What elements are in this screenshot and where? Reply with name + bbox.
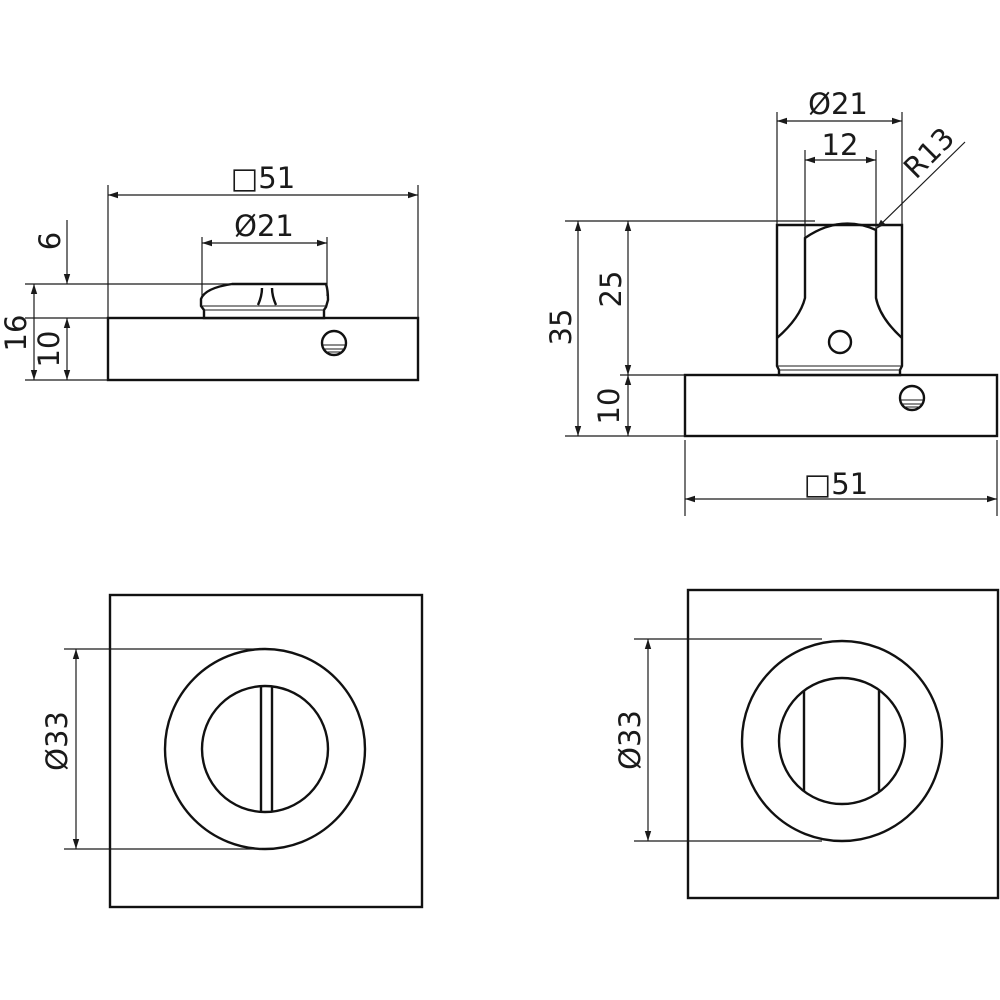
side-view-knob: □51 Ø21 6 16 10 <box>0 161 420 382</box>
front-view-turn: Ø33 <box>613 588 1000 900</box>
front-view-knob: Ø33 <box>40 593 424 909</box>
dim-label-knob-diameter: Ø21 <box>234 209 294 243</box>
rose-square <box>686 588 1000 900</box>
dim-label-rose-width: □51 <box>804 467 868 501</box>
dim-label-width: 12 <box>822 128 859 162</box>
outer-ring <box>163 647 367 851</box>
dim-label-ring-diameter: Ø33 <box>613 710 647 770</box>
slotted-knob <box>199 282 330 320</box>
inner-turn <box>777 676 907 806</box>
rose-plate <box>683 373 999 438</box>
dim-label-ring-diameter: Ø33 <box>40 711 74 771</box>
dim-label-rose-height: 10 <box>32 331 66 368</box>
dim-label-diameter: Ø21 <box>808 87 868 121</box>
dim-label-width: □51 <box>231 161 295 195</box>
dim-label-total-height: 35 <box>544 309 578 346</box>
dim-label-total-height: 16 <box>0 315 33 352</box>
rose-plate <box>106 316 420 382</box>
dim-label-rose-height: 10 <box>592 388 626 425</box>
thumb-turn <box>775 222 904 377</box>
outer-ring <box>740 639 944 843</box>
inner-knob <box>200 684 330 814</box>
rose-square <box>108 593 424 909</box>
turn-hole <box>827 329 853 355</box>
dim-line-radius <box>875 141 966 230</box>
dim-label-turn-height: 25 <box>594 271 628 308</box>
rose-screw <box>320 329 348 357</box>
dim-label-knob-height: 6 <box>33 232 67 250</box>
rose-screw <box>898 384 926 412</box>
side-view-turn: Ø21 12 R13 35 25 10 □51 <box>544 87 999 516</box>
dim-label-radius: R13 <box>897 121 961 185</box>
